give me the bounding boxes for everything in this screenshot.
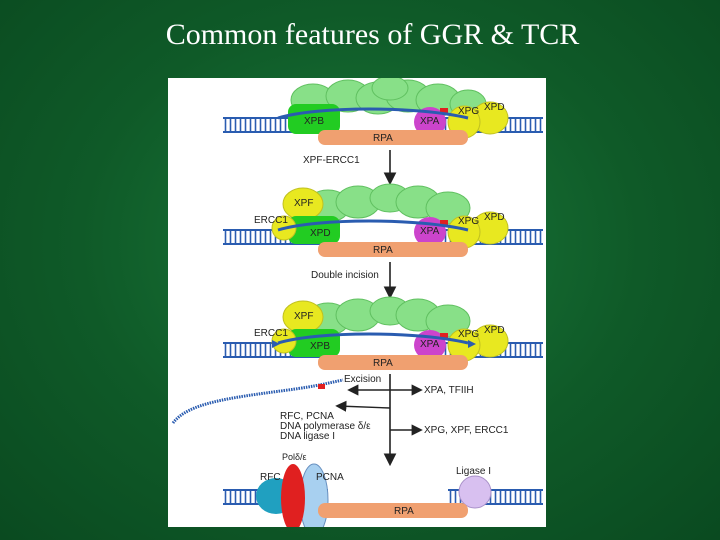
stage-4-complex: Polδ/ε RFC PCNA Ligase I RPA xyxy=(223,452,543,527)
side-arrow xyxy=(335,400,391,412)
rpa-label: RPA xyxy=(373,133,393,144)
rpa-protein xyxy=(318,130,468,145)
excised-oligonucleotide xyxy=(171,378,344,424)
dna-lesion xyxy=(440,220,448,226)
xpf-label: XPF xyxy=(294,311,313,322)
tfiih-subunit xyxy=(371,78,409,101)
xpd-label: XPD xyxy=(484,325,505,336)
xpa-label: XPA xyxy=(420,226,440,237)
dna-lesion xyxy=(318,384,325,389)
bubble-strand xyxy=(277,107,469,120)
xpf-label: XPF xyxy=(294,198,313,209)
stage-1-complex: XPB XPA XPG XPD RPA xyxy=(223,78,543,145)
ercc1-label: ERCC1 xyxy=(254,328,288,339)
bubble-strand xyxy=(277,219,469,232)
stage-3-complex: XPF ERCC1 XPB XPA XPG XPD RPA xyxy=(223,296,543,370)
incision-mark xyxy=(272,340,280,348)
ercc1-label: ERCC1 xyxy=(254,215,288,226)
ligase-label: Ligase I xyxy=(456,466,491,477)
xpa-label: XPA xyxy=(420,116,440,127)
xpb-label: XPB xyxy=(310,341,330,352)
rpa-label: RPA xyxy=(373,245,393,256)
resynthesis-label-2: DNA polymerase δ/ε xyxy=(280,421,371,432)
xpd-label: XPD xyxy=(310,228,331,239)
xpg-label: XPG xyxy=(458,106,479,117)
xpd-label: XPD xyxy=(484,102,505,113)
dna-lesion xyxy=(440,333,448,339)
step-label-xpf-ercc1: XPF-ERCC1 xyxy=(303,155,360,166)
pol-label: Polδ/ε xyxy=(282,452,307,462)
rfc-label: RFC xyxy=(260,472,281,483)
xpa-label: XPA xyxy=(420,339,440,350)
rpa-label: RPA xyxy=(373,358,393,369)
stage-2-complex: XPF ERCC1 XPD XPA XPG XPD RPA xyxy=(223,183,543,257)
xpg-label: XPG xyxy=(458,329,479,340)
xpd-label: XPD xyxy=(484,212,505,223)
dna-lesion xyxy=(440,108,448,114)
released-factors-2: XPG, XPF, ERCC1 xyxy=(424,425,509,436)
ner-diagram-svg: XPB XPA XPG XPD RPA XPF-ERCC1 XPF ERCC1 … xyxy=(171,78,543,527)
rpa-label: RPA xyxy=(394,506,414,517)
rpa-protein xyxy=(318,355,468,370)
rpa-protein xyxy=(318,242,468,257)
released-factors-1: XPA, TFIIH xyxy=(424,385,474,396)
ner-mechanism-figure: XPB XPA XPG XPD RPA XPF-ERCC1 XPF ERCC1 … xyxy=(168,78,546,527)
slide-title: Common features of GGR & TCR xyxy=(165,18,580,51)
resynthesis-label-3: DNA ligase I xyxy=(280,431,335,442)
ligase-protein xyxy=(458,475,492,509)
xpa-protein xyxy=(414,107,446,137)
polymerase-protein xyxy=(281,464,305,527)
resynthesis-label-1: RFC, PCNA xyxy=(280,411,334,422)
step-label-excision: Excision xyxy=(344,374,381,385)
step-label-double-incision: Double incision xyxy=(311,270,379,281)
rpa-protein xyxy=(318,503,468,518)
xpb-label: XPB xyxy=(304,116,324,127)
xpg-label: XPG xyxy=(458,216,479,227)
incision-mark xyxy=(468,340,476,348)
bubble-strand xyxy=(277,332,469,345)
pcna-label: PCNA xyxy=(316,472,344,483)
